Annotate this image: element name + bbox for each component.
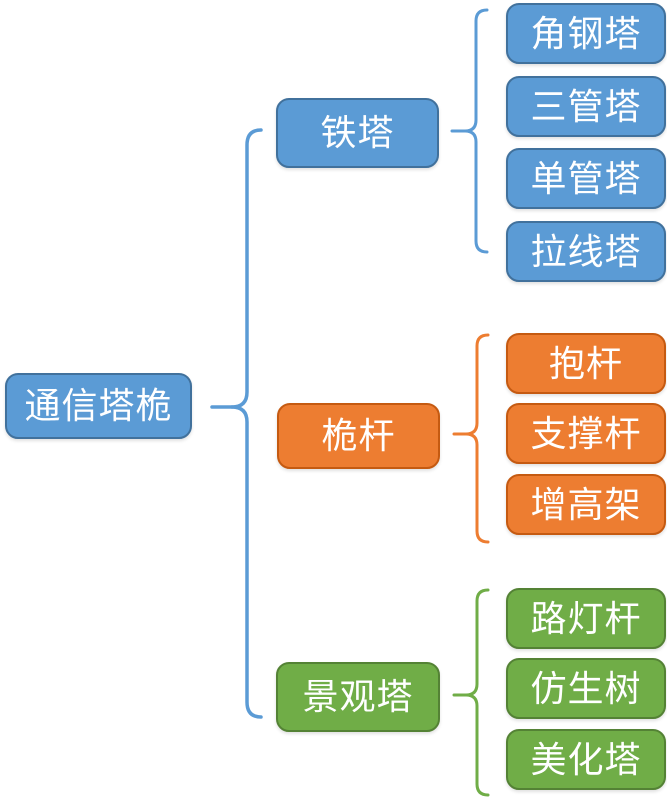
node-child-three-tube-tower: 三管塔 [506, 76, 666, 137]
node-child-heightening-frame: 增高架 [506, 474, 666, 535]
node-branch-landscape-tower: 景观塔 [276, 662, 440, 732]
node-child-guyed-tower: 拉线塔 [506, 221, 666, 282]
landscape-tower-brace [452, 588, 490, 797]
node-child-bionic-tree: 仿生树 [506, 658, 666, 719]
node-root-communication-tower-mast: 通信塔桅 [5, 373, 192, 439]
node-child-holding-pole: 抱杆 [506, 333, 666, 394]
node-child-beautified-tower: 美化塔 [506, 729, 666, 790]
root-brace [210, 128, 263, 719]
node-branch-iron-tower: 铁塔 [276, 98, 439, 168]
mast-brace [452, 333, 490, 544]
node-branch-mast: 桅杆 [277, 403, 440, 469]
iron-tower-brace [450, 8, 489, 254]
node-child-monopole-tower: 单管塔 [506, 148, 666, 209]
node-child-street-lamp-pole: 路灯杆 [506, 588, 666, 649]
node-child-angle-steel-tower: 角钢塔 [506, 3, 666, 64]
node-child-support-pole: 支撑杆 [506, 403, 666, 464]
